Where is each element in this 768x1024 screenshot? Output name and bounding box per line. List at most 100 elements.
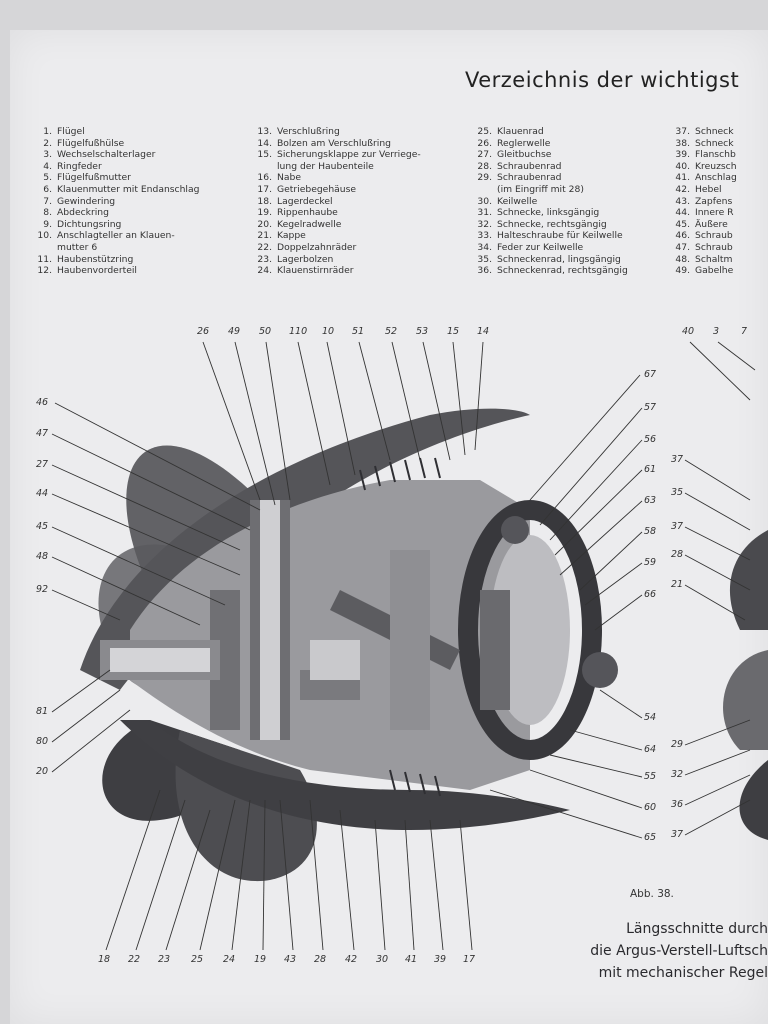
callout-label: 37 [671,521,684,532]
legend-item-text: Schneck [695,126,734,137]
legend-item-text: Keilwelle [497,195,538,207]
legend-item: mutter 6 [30,242,199,254]
legend-item: 33.Halteschraube für Keilwelle [470,230,628,242]
legend-item-text: Lagerbolzen [277,253,334,265]
callout-label: 63 [644,495,657,506]
callout-label: 92 [36,584,49,595]
legend-item: 25.Klauenrad [470,126,628,138]
legend-item: 32.Schnecke, rechtsgängig [470,219,628,231]
callout-label: 55 [644,771,657,782]
legend-item: 40.Kreuzsch [668,161,737,173]
legend-item-number: 43. [675,195,690,207]
callout-label: 28 [671,549,684,560]
legend-item: 30.Keilwelle [470,196,628,208]
caption-line: mit mechanischer Regel [598,965,768,981]
legend-item-text: Haubenvorderteil [57,265,137,277]
legend-item-number: 13. [257,126,272,137]
callout-label: 43 [284,954,297,965]
legend-item: 22. Doppelzahnräder [250,242,421,254]
legend-item: 36.Schneckenrad, rechtsgängig [470,265,627,277]
legend-item-number: 33. [477,230,492,242]
legend-item-text: Sicherungsklappe zur Verriege- [277,149,421,161]
legend-item-text: mutter 6 [57,241,98,253]
legend-item-number: 7. [43,195,52,207]
callout-label: 30 [376,954,389,965]
legend-item: 9.Dichtungsring [30,219,199,231]
callout-label: 40 [682,326,695,337]
legend-item: 38.Schneck [668,138,737,150]
callout-label: 59 [644,557,657,568]
legend-item-text: Äußere [695,218,728,230]
legend-item-number: 22. [257,241,272,253]
callout-label: 37 [671,829,684,840]
callout-label: 51 [352,326,365,337]
legend-item-text: Gleitbuchse [497,149,552,161]
callout-label: 23 [158,954,171,965]
legend-item-text: Kegelradwelle [277,218,342,230]
legend-item: 11.Haubenstützring [30,254,199,266]
callout-label: 18 [98,954,111,965]
legend-item-number: 21. [257,230,272,242]
legend-item-text: Klauenmutter mit Endanschlag [57,183,200,195]
callout-label: 47 [36,428,49,439]
callout-label: 60 [644,802,657,813]
callout-label: 49 [228,326,241,337]
legend-item-number: 44. [675,207,690,219]
legend-item: 21.Kappe [250,230,421,242]
legend-item: 14.Bolzen am Verschlußring [250,138,421,150]
legend-item-text: Schraub [695,241,733,253]
legend-item-text: Schraubenrad [497,160,562,172]
legend-item: 41.Anschlag [668,172,736,184]
legend-item: 28.Schraubenrad [470,161,628,173]
legend-item-number: 24. [257,265,272,277]
legend-item-text: Feder zur Keilwelle [497,241,584,253]
callout-label: 66 [644,589,657,600]
callout-label: 7 [741,326,748,337]
callout-label: 20 [36,766,49,777]
legend-item-number: 35. [477,253,492,265]
legend-item-text: Schnecke, linksgängig [497,207,600,219]
callout-label: 39 [434,954,447,965]
legend-item-number: 10. [37,230,52,242]
callout-label: 65 [644,832,657,843]
legend-item: 27.Gleitbuchse [470,149,628,161]
legend-item-text: Klauenstirnräder [277,265,354,277]
callout-label: 54 [644,712,657,723]
legend-item: 2.Flügelfußhülse [30,138,199,150]
callout-label: 29 [671,739,684,750]
legend-item: 17.Getriebegehäuse [250,184,421,196]
legend-item-text: Doppelzahnräder [277,241,357,253]
callout-label: 64 [644,744,657,755]
callout-label: 37 [671,454,684,465]
callout-label: 21 [671,579,684,590]
legend-item-number: 31. [477,207,492,219]
legend-item-number: 12. [37,265,52,277]
callout-label: 58 [644,526,657,537]
legend-item-text: Kreuzsch [695,160,737,172]
legend-item-number: 6. [43,183,52,195]
legend-item: 23. Lagerbolzen [250,254,421,266]
figure-caption: Längsschnitte durch die Argus-Verstell-L… [468,918,768,984]
legend-item-text: lung der Haubenteile [277,160,374,172]
legend-item-text: Getriebegehäuse [277,183,357,195]
legend-item-number: 4. [43,160,52,172]
legend-item-number: 8. [43,207,52,219]
legend-item-number: 37. [675,126,690,137]
callout-label: 15 [447,326,460,337]
callout-label: 80 [36,736,49,747]
callout-label: 67 [644,369,657,380]
page-title: Verzeichnis der wichtigst [465,68,740,92]
legend-item: 20.Kegelradwelle [250,219,421,231]
legend-item-number: 48. [675,253,690,265]
legend-item-text: Schneckenrad, lingsgängig [497,253,621,265]
legend-item-number: 23. [257,253,272,265]
legend-item-text: Rippenhaube [277,207,338,219]
legend-item-text: (im Eingriff mit 28) [497,183,584,195]
legend-item-text: Verschlußring [277,126,340,137]
legend-item-text: Flügelfußmutter [57,172,131,184]
callout-label: 52 [385,326,398,337]
legend-item: 1.Flügel [30,126,199,138]
legend-item: 34.Feder zur Keilwelle [470,242,628,254]
